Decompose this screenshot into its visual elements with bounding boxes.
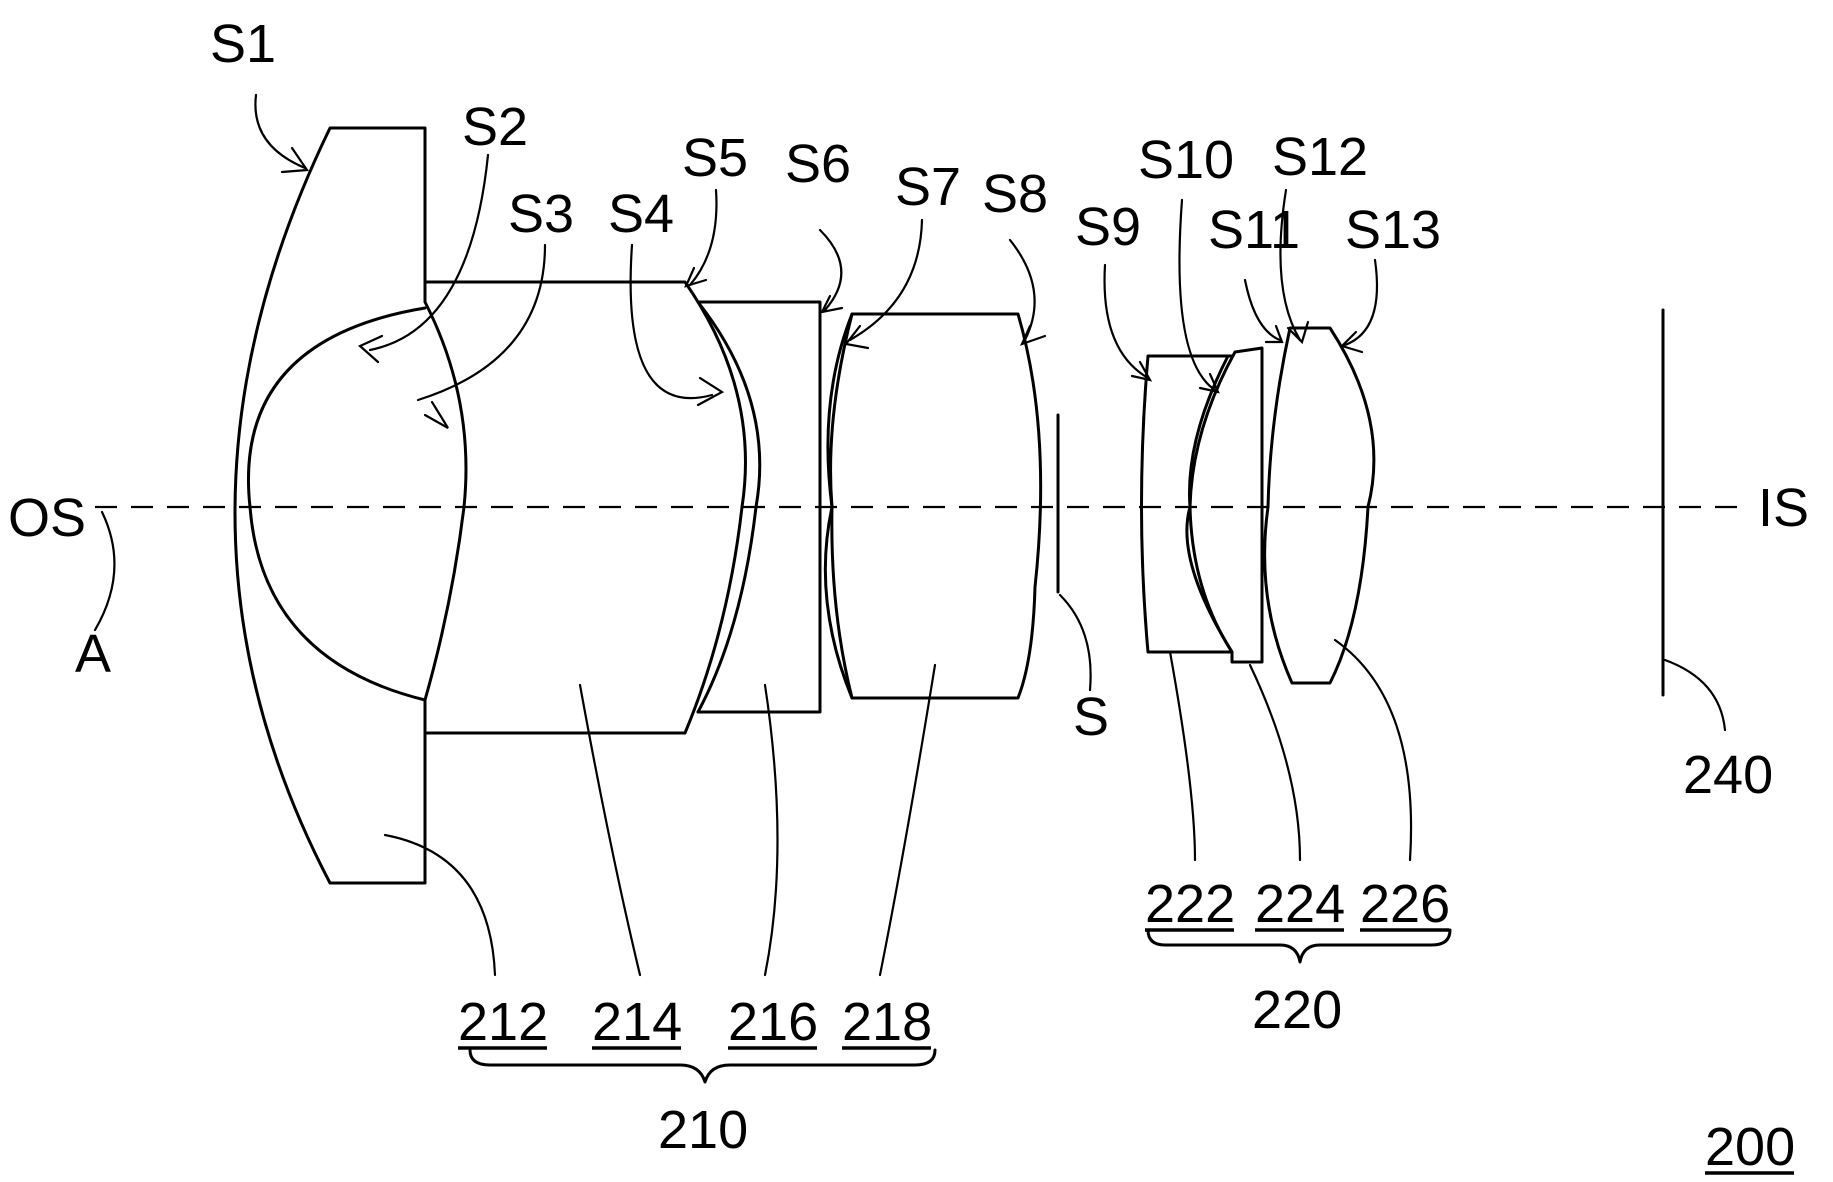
label-226: 226 (1360, 874, 1450, 934)
lens-226 (1265, 328, 1374, 683)
leader-a (95, 512, 114, 630)
leader-s11 (1245, 280, 1280, 340)
label-222: 222 (1145, 874, 1235, 934)
leader-224 (1250, 665, 1300, 860)
label-s10: S10 (1138, 130, 1234, 190)
leader-stop (1060, 595, 1091, 690)
leader-s7 (850, 220, 922, 340)
leader-s4 (631, 245, 712, 398)
brace-210 (470, 1050, 935, 1082)
label-is: IS (1758, 478, 1809, 538)
leader-s13 (1345, 260, 1377, 345)
label-s13: S13 (1345, 200, 1441, 260)
label-s7: S7 (895, 157, 961, 217)
arrowhead-s3 (425, 402, 448, 428)
label-s8: S8 (982, 164, 1048, 224)
arrowhead-s4 (698, 378, 722, 405)
label-214: 214 (592, 992, 682, 1052)
leader-226 (1335, 640, 1411, 860)
leader-214 (580, 685, 640, 975)
label-220: 220 (1252, 980, 1342, 1040)
label-224: 224 (1255, 874, 1345, 934)
label-218: 218 (842, 992, 932, 1052)
label-s11: S11 (1208, 200, 1300, 260)
leader-240 (1665, 660, 1725, 730)
leader-s9 (1105, 265, 1148, 378)
label-212: 212 (458, 992, 548, 1052)
label-s1: S1 (210, 14, 276, 74)
label-s3: S3 (508, 184, 574, 244)
label-s4: S4 (608, 184, 674, 244)
label-s5: S5 (682, 128, 748, 188)
leader-s3 (418, 245, 545, 400)
label-stop: S (1073, 687, 1109, 747)
arrowhead-s12 (1288, 322, 1308, 342)
lens-212 (235, 128, 466, 883)
label-s12: S12 (1272, 127, 1368, 187)
leader-s2 (370, 155, 488, 350)
surface-s2-curve (248, 308, 425, 700)
label-a: A (75, 624, 111, 684)
leader-218 (880, 665, 935, 975)
leader-222 (1170, 652, 1195, 860)
brace-220 (1148, 930, 1450, 962)
lens-222 (1142, 356, 1233, 652)
lens-224 (1187, 348, 1262, 662)
label-s6: S6 (785, 134, 851, 194)
leader-212 (385, 835, 495, 975)
label-os: OS (8, 488, 86, 548)
label-200: 200 (1705, 1117, 1795, 1177)
label-240: 240 (1683, 745, 1773, 805)
leader-s6 (820, 230, 841, 310)
label-210: 210 (658, 1100, 748, 1160)
label-s2: S2 (462, 97, 528, 157)
label-s9: S9 (1075, 197, 1141, 257)
label-216: 216 (728, 992, 818, 1052)
leader-216 (765, 685, 778, 975)
